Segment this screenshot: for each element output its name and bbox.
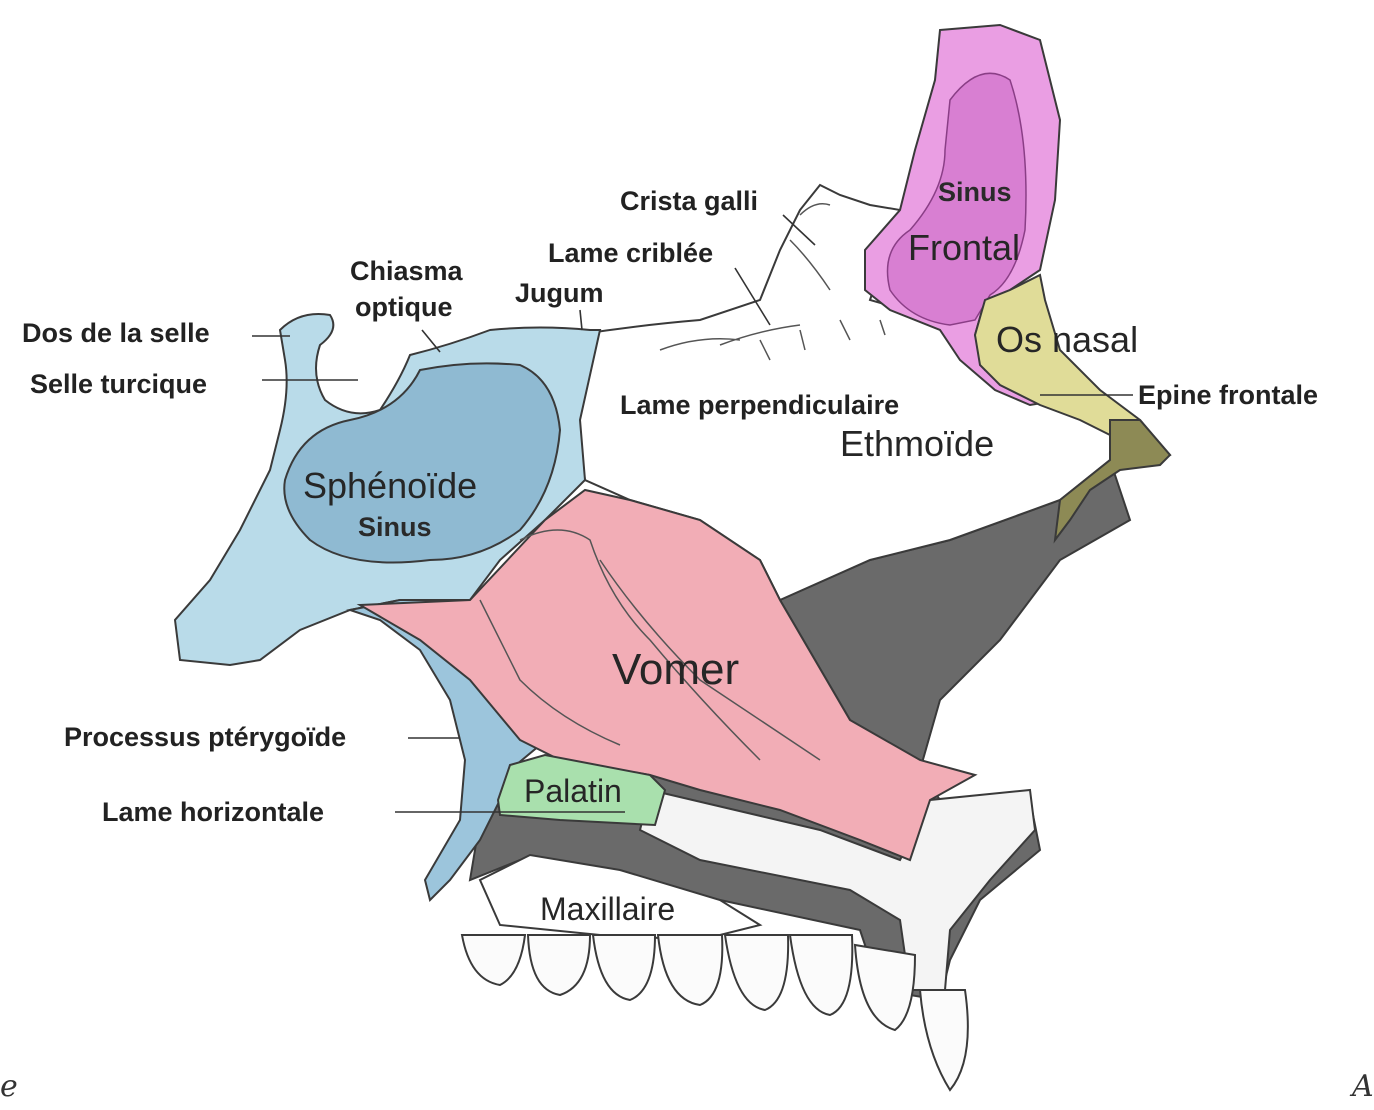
label-chiasma: Chiasma [350,256,464,286]
label-jugum: Jugum [515,278,604,308]
vomer-grooves [479,529,821,761]
label-lame-criblee: Lame criblée [548,238,713,268]
frontal-sinus [886,72,1027,326]
label-lame-horizontale: Lame horizontale [102,797,324,827]
teeth [460,934,969,1092]
label-epine-frontale: Epine frontale [1138,380,1318,410]
label-selle-turcique: Selle turcique [30,369,207,399]
label-optique: optique [355,292,452,322]
edge-mark-left: e [0,1069,18,1104]
region-vomer: Vomer [612,645,739,694]
nasal-cartilage [1053,419,1172,544]
region-maxillaire: Maxillaire [540,891,675,927]
label-lame-perpendiculaire: Lame perpendiculaire [620,390,899,420]
region-os-nasal: Os nasal [996,319,1138,360]
region-sphenoide: Sphénoïde [303,465,477,506]
leader-lines [252,214,1133,813]
lame-criblee-detail [659,319,886,361]
vomer-bone [356,488,978,862]
edge-mark-right: A [1349,1069,1374,1104]
region-palatin: Palatin [524,773,622,809]
region-sinus-frontal-1: Sinus [938,177,1012,207]
palatin-bone [496,753,667,827]
label-processus-pterygoide: Processus ptérygoïde [64,722,346,752]
region-ethmoide: Ethmoïde [840,423,994,464]
label-crista-galli: Crista galli [620,186,758,216]
ethmoid-bone [574,183,1111,602]
maxilla-white-area [478,853,763,942]
crista-galli-detail [789,203,831,291]
region-sinus-frontal-2: Frontal [908,227,1020,268]
sphenoid-sinus [283,362,562,564]
region-sinus-sphenoide: Sinus [358,512,432,542]
label-dos-de-la-selle: Dos de la selle [22,318,210,348]
